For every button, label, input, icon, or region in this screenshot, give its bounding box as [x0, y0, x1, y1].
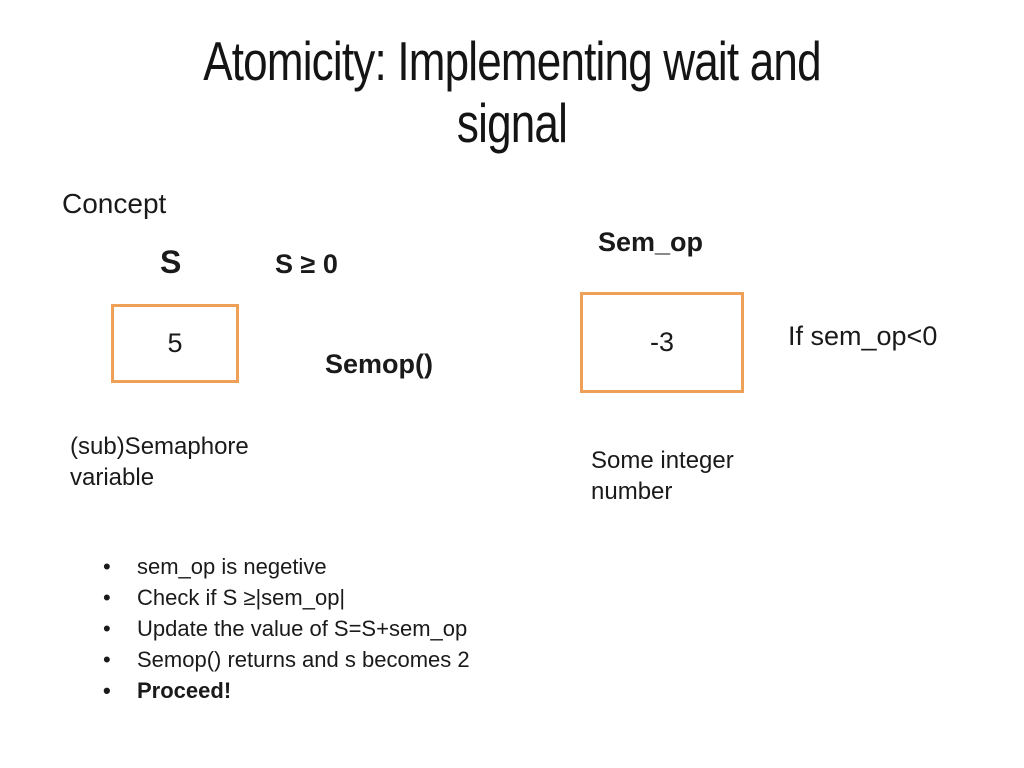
- bullet-item: Proceed!: [103, 675, 470, 706]
- page-title: Atomicity: Implementing wait and signal: [203, 30, 821, 155]
- semaphore-value-box: 5: [111, 304, 239, 383]
- bullet-item: Semop() returns and s becomes 2: [103, 644, 470, 675]
- semop-function-label: Semop(): [325, 349, 433, 379]
- semaphore-caption: (sub)Semaphore variable: [70, 433, 249, 491]
- semop-caption: Some integer number: [591, 447, 734, 505]
- semop-variable-label: Sem_op: [598, 227, 704, 257]
- bullet-item: sem_op is negetive: [103, 551, 470, 582]
- semop-value-box: -3: [580, 292, 744, 393]
- section-label-concept: Concept: [62, 188, 167, 219]
- semaphore-variable-label: S: [160, 244, 182, 280]
- bullet-item: Check if S ≥|sem_op|: [103, 582, 470, 613]
- semaphore-value: 5: [167, 328, 183, 358]
- semop-value: -3: [649, 327, 674, 357]
- semaphore-condition-label: S ≥ 0: [275, 249, 338, 279]
- bullet-item: Update the value of S=S+sem_op: [103, 613, 470, 644]
- semop-condition-label: If sem_op<0: [788, 321, 938, 351]
- bullet-list: sem_op is negetive Check if S ≥|sem_op| …: [103, 551, 470, 706]
